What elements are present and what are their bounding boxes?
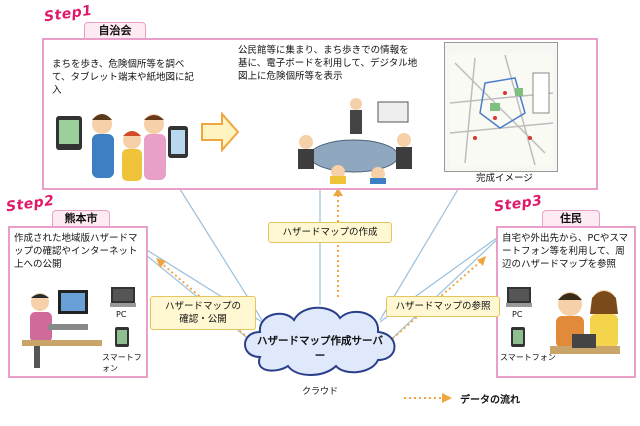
data-flow-legend-arrow xyxy=(404,393,452,403)
pc-icon xyxy=(110,287,136,307)
step2-panel: 作成された地域版ハザードマップの確認やインターネット上への公開 PC スマートフ… xyxy=(8,226,148,378)
completed-map-image xyxy=(444,42,558,172)
cloud-caption: クラウド xyxy=(301,387,338,397)
residents-illustration xyxy=(542,278,630,370)
step3-tab: 住民 xyxy=(542,210,600,228)
step3-pc-label: PC xyxy=(512,310,523,319)
step1-tab: 自治会 xyxy=(84,22,146,40)
smartphone-icon xyxy=(115,327,129,347)
create-map-label: ハザードマップの作成 xyxy=(268,222,392,243)
step1-mid-text: 公民館等に集まり、まち歩きでの情報を基に、電子ボードを利用して、デジタル地図上に… xyxy=(238,45,418,82)
step1-left-text: まちを歩き、危険個所等を調べて、タブレット端末や紙地図に記入 xyxy=(52,59,195,96)
step2-tab: 熊本市 xyxy=(52,210,110,228)
step3-text: 自宅や外出先から、PCやスマートフォン等を利用して、周辺のハザードマップを参照 xyxy=(502,233,629,270)
step3-panel: 自宅や外出先から、PCやスマートフォン等を利用して、周辺のハザードマップを参照 … xyxy=(496,226,636,378)
smartphone-icon xyxy=(511,327,525,347)
pc-icon xyxy=(506,287,532,307)
map-caption: 完成イメージ xyxy=(476,173,533,184)
office-worker-illustration xyxy=(18,280,106,370)
confirm-publish-label: ハザードマップの 確認・公開 xyxy=(150,296,256,330)
meeting-illustration xyxy=(274,96,424,184)
step1-panel: まちを歩き、危険個所等を調べて、タブレット端末や紙地図に記入 公民館等に集まり、… xyxy=(42,38,598,190)
cloud-title: ハザードマップ作成サーバー xyxy=(257,335,383,362)
step3-phone-label: スマートフォン xyxy=(500,353,556,362)
family-illustration xyxy=(52,106,192,184)
arrow-right-icon xyxy=(201,111,240,153)
cloud-shape xyxy=(244,306,396,376)
step2-pc-label: PC xyxy=(116,310,127,319)
refer-map-label: ハザードマップの参照 xyxy=(386,296,500,317)
legend-text: データの流れ xyxy=(460,395,520,406)
step2-text: 作成された地域版ハザードマップの確認やインターネット上への公開 xyxy=(14,233,138,270)
step2-phone-label: スマートフォン xyxy=(102,353,142,373)
